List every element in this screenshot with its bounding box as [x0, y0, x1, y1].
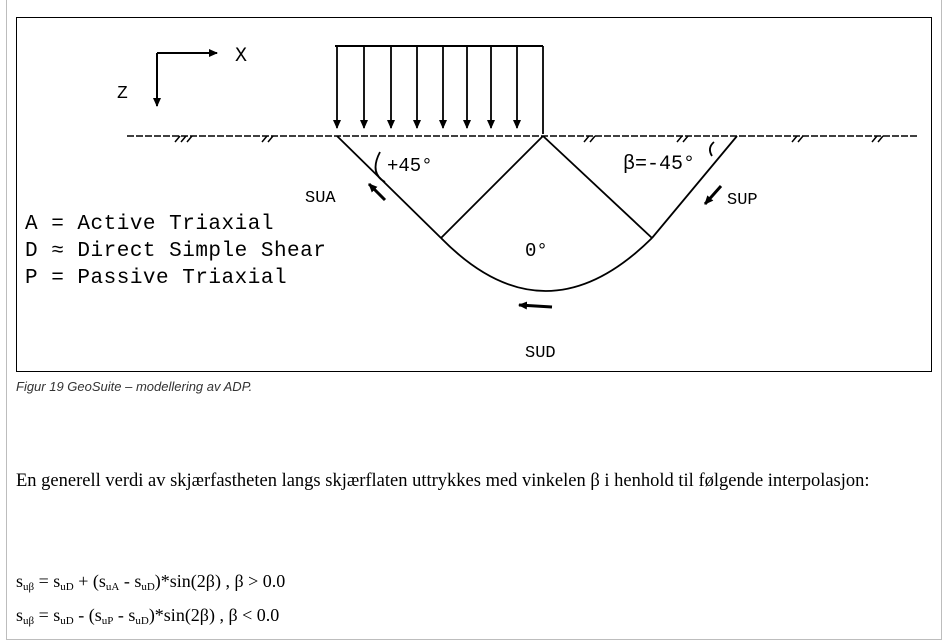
dss-arc: [440, 237, 653, 292]
legend-active: A = Active Triaxial: [25, 213, 274, 236]
sua-label: SUA: [305, 189, 336, 208]
adp-diagram: X Z: [117, 45, 917, 363]
angle-active-label: +45°: [387, 155, 433, 177]
adp-figure: X Z: [16, 17, 932, 372]
distributed-load: [333, 45, 544, 134]
legend-dss: D ≈ Direct Simple Shear: [25, 240, 327, 263]
sua-arrow: [367, 182, 387, 202]
shear-arrows: [367, 182, 723, 310]
angle-dss-label: 0°: [525, 240, 548, 262]
angle-arc-passive: [709, 141, 715, 157]
sud-arrow: [518, 301, 553, 310]
page-frame: [6, 0, 942, 640]
formula-negative-beta: suβ = suD - (suP - suD)*sin(2β) , β < 0.…: [16, 605, 280, 627]
figure-caption: Figur 19 GeoSuite – modellering av ADP.: [16, 379, 253, 394]
sud-label: SUD: [525, 344, 556, 363]
active-wedge-boundary: [336, 135, 442, 239]
active-wedge-right: [440, 135, 544, 239]
legend-passive: P = Passive Triaxial: [25, 267, 288, 290]
axis-x-label: X: [235, 45, 247, 68]
angle-passive-label: β=-45°: [623, 153, 695, 176]
formula-positive-beta: suβ = suD + (suA - suD)*sin(2β) , β > 0.…: [16, 571, 286, 593]
body-paragraph: En generell verdi av skjærfastheten lang…: [16, 471, 870, 491]
axis-z-label: Z: [117, 84, 128, 104]
sup-arrow: [703, 185, 723, 205]
axis-arrows: [153, 49, 218, 107]
passive-wedge-right: [651, 135, 738, 239]
passive-wedge-left: [542, 135, 653, 239]
sup-label: SUP: [727, 191, 758, 210]
failure-mechanism: [336, 135, 738, 292]
ground-hatching: [174, 135, 884, 143]
angle-arc-active: [374, 151, 386, 183]
